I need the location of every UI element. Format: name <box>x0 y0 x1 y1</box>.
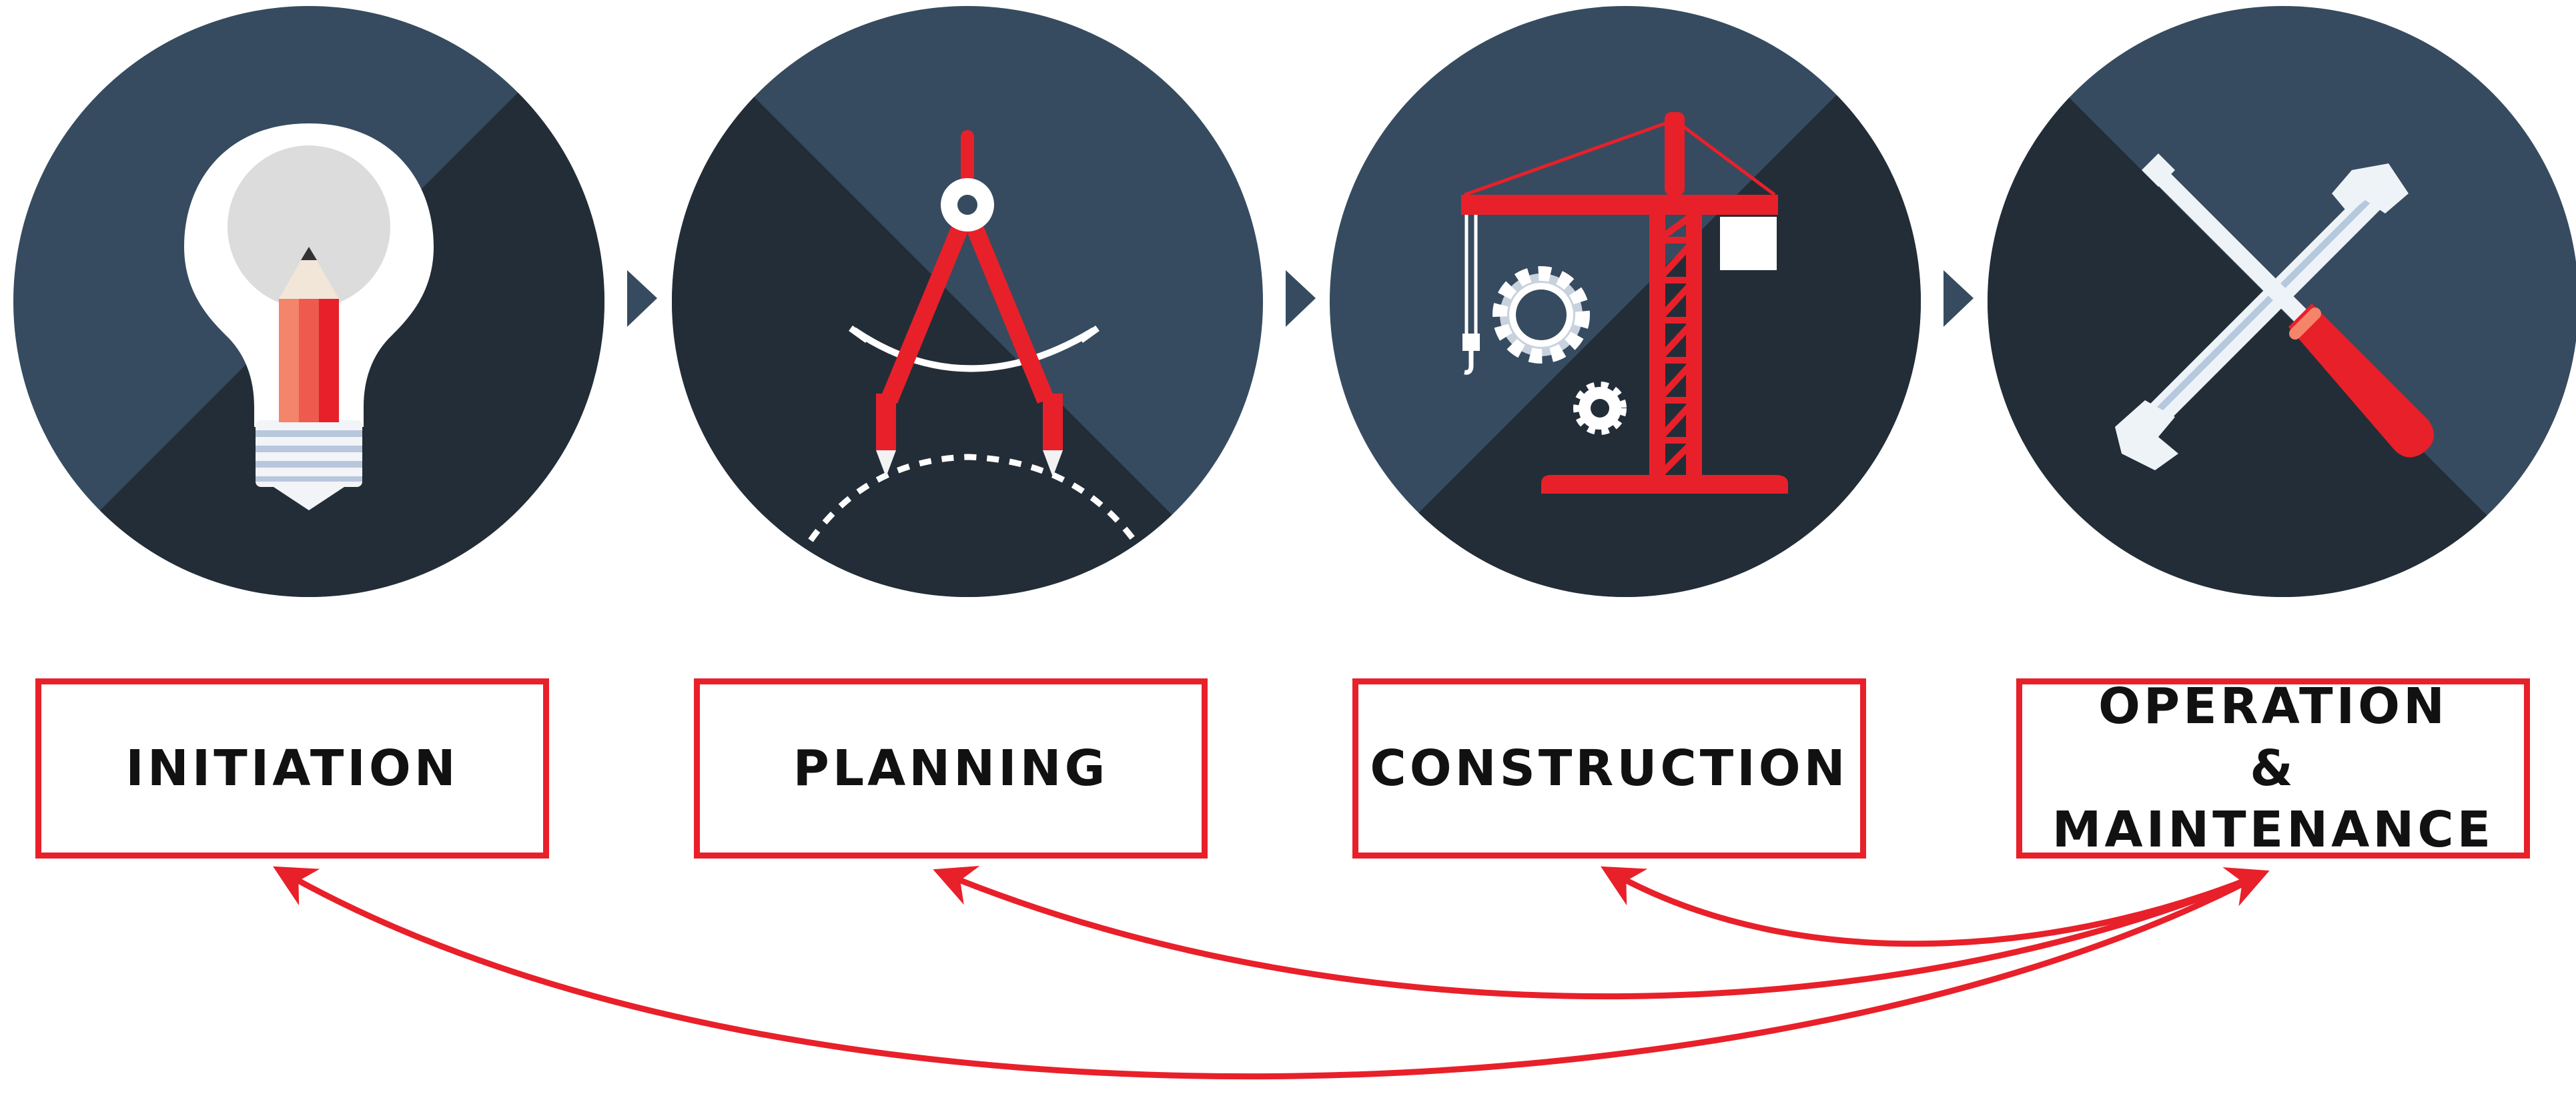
stage-label-operation: OPERATION <box>2098 678 2449 736</box>
chevron-right-icon <box>627 270 657 327</box>
stage-label-initiation: INITIATION <box>125 739 459 797</box>
stage-label-planning: PLANNING <box>793 739 1109 797</box>
lightbulb-pencil-icon <box>184 123 434 510</box>
stage-box-construction: CONSTRUCTION <box>1352 678 1866 859</box>
wrench-screwdriver-icon <box>2115 153 2434 470</box>
stage-label-construction: CONSTRUCTION <box>1370 739 1849 797</box>
drafting-compass-icon <box>808 130 1137 542</box>
tower-crane-icon <box>1461 112 1788 494</box>
feedback-arrows <box>273 865 2270 1080</box>
circle-planning <box>672 6 1263 597</box>
stage-box-planning: PLANNING <box>694 678 1208 859</box>
feedback-arrow-to-planning <box>933 865 2263 1000</box>
stage-box-initiation: INITIATION <box>35 678 549 859</box>
stage-label-operation-maintenance: OPERATION & MAINTENANCE <box>2022 676 2524 861</box>
chevron-right-icon <box>1286 270 1316 327</box>
circle-construction <box>1330 6 1921 597</box>
feedback-arrow-to-initiation <box>273 866 2264 1080</box>
feedback-arrow-to-construction <box>1601 866 2270 947</box>
chevron-right-icon <box>1944 270 1974 327</box>
stage-box-operation-maintenance: OPERATION & MAINTENANCE <box>2016 678 2530 859</box>
stage-label-maintenance: & MAINTENANCE <box>2052 739 2495 859</box>
